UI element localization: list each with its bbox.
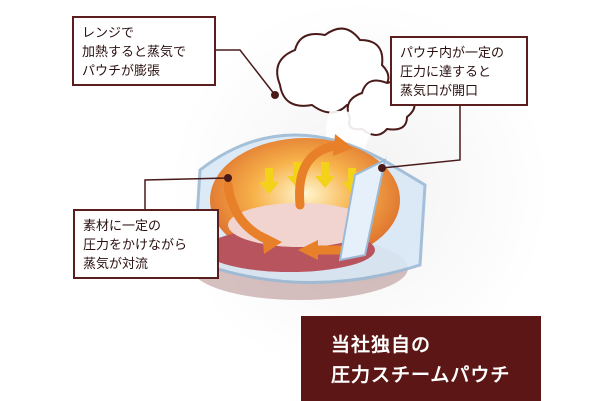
callout-text: 加熱すると蒸気で (82, 45, 187, 60)
leader-line (381, 105, 461, 169)
callout-dot-icon (224, 174, 232, 182)
leader-line (144, 177, 229, 209)
callout-text: 蒸気が対流 (83, 257, 149, 272)
callout-text: レンジで (82, 26, 135, 41)
callout-vent: パウチ内が一定の 圧力に達すると 蒸気口が開口 (390, 36, 528, 106)
callout-text: パウチが膨張 (82, 64, 161, 79)
vent-flap (338, 158, 387, 262)
callout-dot-icon (378, 164, 386, 172)
callout-dot-icon (271, 91, 279, 99)
callout-convect: 素材に一定の 圧力をかけながら 蒸気が対流 (73, 209, 219, 279)
heat-arrow-icon (262, 134, 353, 260)
leader-line (216, 49, 276, 96)
steam-cloud-icon (276, 27, 390, 114)
badge-line: 当社独自の (331, 334, 432, 356)
callout-text: 圧力をかけながら (83, 238, 188, 253)
callout-expand: レンジで 加熱すると蒸気で パウチが膨張 (72, 16, 216, 86)
product-badge: 当社独自の 圧力スチームパウチ (301, 316, 541, 401)
callout-text: 素材に一定の (83, 219, 162, 234)
callout-text: 圧力に達すると (400, 65, 492, 80)
callout-text: パウチ内が一定の (400, 46, 505, 61)
callout-text: 蒸気口が開口 (400, 84, 479, 99)
badge-line: 圧力スチームパウチ (331, 364, 511, 386)
